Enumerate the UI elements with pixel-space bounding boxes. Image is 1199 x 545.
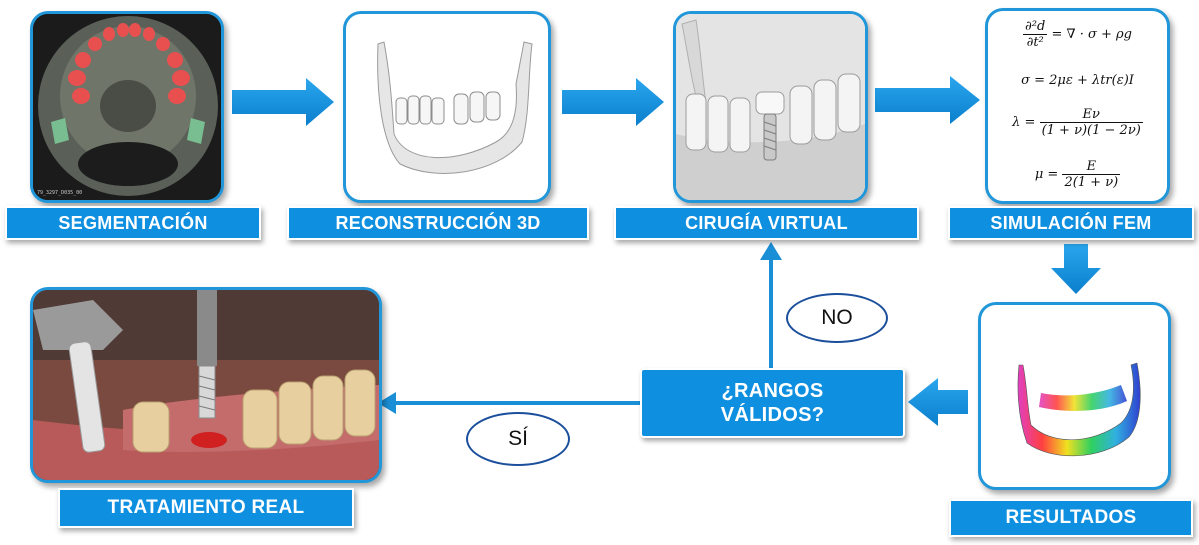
segmentation-label-text: SEGMENTACIÓN [58,212,208,233]
reconstruction-card [343,11,551,203]
arrow-right-2 [562,78,664,126]
formula-stress: σ = 2με + λtr(ε)I [1021,73,1134,88]
fem-simulation-label-text: SIMULACIÓN FEM [990,212,1152,233]
formula-lambda: λ = Eν (1 + ν)(1 − 2ν) [988,107,1167,138]
virtual-surgery-image [676,14,865,200]
implant-icon [763,113,777,161]
formula-4-denominator: 2(1 + ν) [1064,175,1119,190]
no-decision-text: NO [821,306,853,329]
formula-equilibrium: ∂²d ∂t² = ∇ · σ + ρg [988,19,1167,50]
valid-ranges-decision: ¿RANGOS VÁLIDOS? [640,368,905,438]
ct-scan-image [33,14,221,200]
formula-4-lhs: μ = [1034,167,1059,182]
real-treatment-label: TRATAMIENTO REAL [58,488,354,528]
formula-3-numerator: Eν [1039,107,1143,123]
arrow-right-1 [232,78,334,126]
yes-decision-oval: SÍ [466,412,570,466]
formula-4-numerator: E [1062,159,1121,175]
real-treatment-card [30,287,382,483]
segmentation-label: SEGMENTACIÓN [5,206,261,240]
fem-simulation-label: SIMULACIÓN FEM [948,206,1194,240]
ct-caption: 79_3297_D035_00 [37,190,83,196]
arrow-right-3 [875,76,980,124]
segmentation-card: 79_3297_D035_00 [30,11,224,203]
results-label-text: RESULTADOS [1005,507,1137,528]
valid-ranges-line1: ¿RANGOS [721,380,824,402]
formula-mu: μ = E 2(1 + ν) [988,159,1167,190]
formula-3-denominator: (1 + ν)(1 − 2ν) [1041,123,1141,138]
fem-formulas-card: ∂²d ∂t² = ∇ · σ + ρg σ = 2με + λtr(ε)I λ… [985,8,1170,204]
arrow-yes-head [378,392,396,414]
virtual-surgery-label: CIRUGÍA VIRTUAL [614,206,919,240]
virtual-surgery-card [673,11,868,203]
fem-results-image [1017,362,1141,457]
results-label: RESULTADOS [949,499,1193,537]
results-card [978,302,1171,490]
no-decision-oval: NO [786,293,888,343]
yes-decision-text: SÍ [508,427,528,450]
implant-tool-icon [197,290,217,419]
virtual-surgery-label-text: CIRUGÍA VIRTUAL [685,212,848,233]
formula-1-numerator: ∂²d [1023,19,1048,35]
arrow-left-1 [908,378,968,426]
reconstruction-label: RECONSTRUCCIÓN 3D [287,206,589,240]
real-treatment-photo [33,290,379,480]
real-treatment-label-text: TRATAMIENTO REAL [107,497,305,518]
arrow-down-1 [1051,244,1101,294]
valid-ranges-line2: VÁLIDOS? [720,404,825,426]
arrow-no-head [760,242,782,260]
formula-1-rhs: = ∇ · σ + ρg [1051,27,1132,42]
formula-1-denominator: ∂t² [1026,35,1044,50]
handpiece-icon [33,300,123,453]
reconstruction-label-text: RECONSTRUCCIÓN 3D [335,212,541,233]
mandible-3d-image [377,41,533,174]
formula-3-lhs: λ = [1012,115,1036,130]
